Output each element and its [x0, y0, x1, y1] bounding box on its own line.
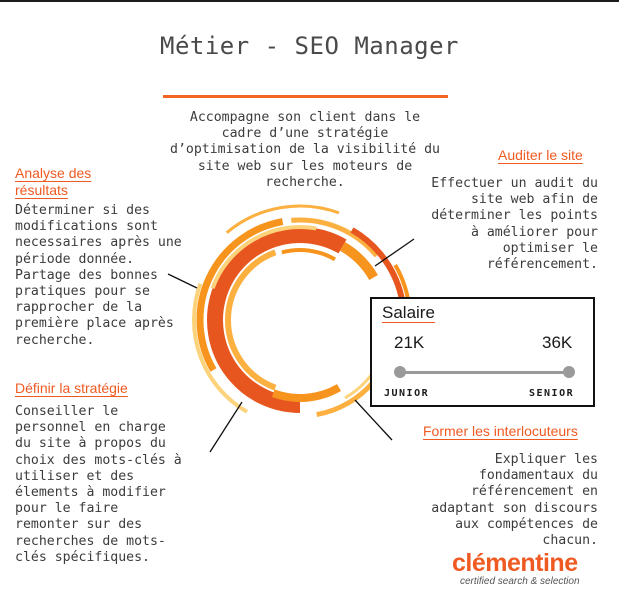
ring-arc-11	[316, 380, 376, 418]
text-audit: Effectuer un audit du site web afin de d…	[431, 176, 598, 273]
salary-junior-label: JUNIOR	[384, 388, 430, 399]
text-strategie: Conseiller le personnel en charge du sit…	[15, 404, 182, 565]
connector-analyse	[167, 273, 198, 289]
ring-arc-5	[350, 227, 406, 303]
salary-senior-value: 36K	[542, 333, 573, 352]
heading-analyse: Analyse des résultats	[15, 165, 92, 198]
ring-arc-10	[271, 384, 341, 402]
heading-former: Former les interlocuteurs	[423, 423, 578, 439]
connector-audit	[374, 238, 415, 267]
salary-senior-dot	[563, 366, 575, 378]
text-analyse: Déterminer si des modifications sont nec…	[15, 203, 182, 348]
ring-arc-2	[196, 218, 284, 372]
salary-junior-value: 21K	[394, 333, 425, 352]
salary-range-bar	[399, 371, 569, 374]
ring-arcs	[192, 204, 412, 418]
ring-arc-7	[225, 249, 277, 391]
intro-text: Accompagne son client dans le cadre d’un…	[170, 110, 440, 190]
connector-lines	[167, 238, 415, 453]
salary-senior-label: SENIOR	[529, 388, 575, 399]
logo-tagline: certified search & selection	[460, 576, 580, 587]
ring-arc-3	[291, 217, 379, 258]
clementine-logo: clémentine certified search & selection	[452, 550, 612, 587]
salary-panel: Salaire 21K 36K JUNIOR SENIOR	[370, 297, 595, 407]
title-underline	[163, 95, 448, 98]
top-border	[0, 0, 619, 2]
connector-strategie	[209, 401, 243, 453]
ring-arc-0	[207, 227, 347, 413]
heading-audit: Auditer le site	[498, 147, 583, 163]
ring-arc-1	[339, 242, 378, 281]
ring-arc-9	[210, 225, 317, 289]
heading-strategie: Définir la stratégie	[15, 380, 128, 396]
connector-former	[354, 399, 393, 441]
ring-arc-4	[192, 283, 249, 414]
logo-name: clémentine	[452, 549, 578, 577]
text-former: Expliquer les fondamentaux du référencem…	[431, 452, 598, 549]
salary-junior-dot	[394, 366, 406, 378]
ring-arc-13	[225, 204, 340, 234]
ring-arc-8	[281, 248, 336, 262]
salary-title: Salaire	[382, 303, 435, 322]
page-title: Métier - SEO Manager	[160, 32, 459, 60]
